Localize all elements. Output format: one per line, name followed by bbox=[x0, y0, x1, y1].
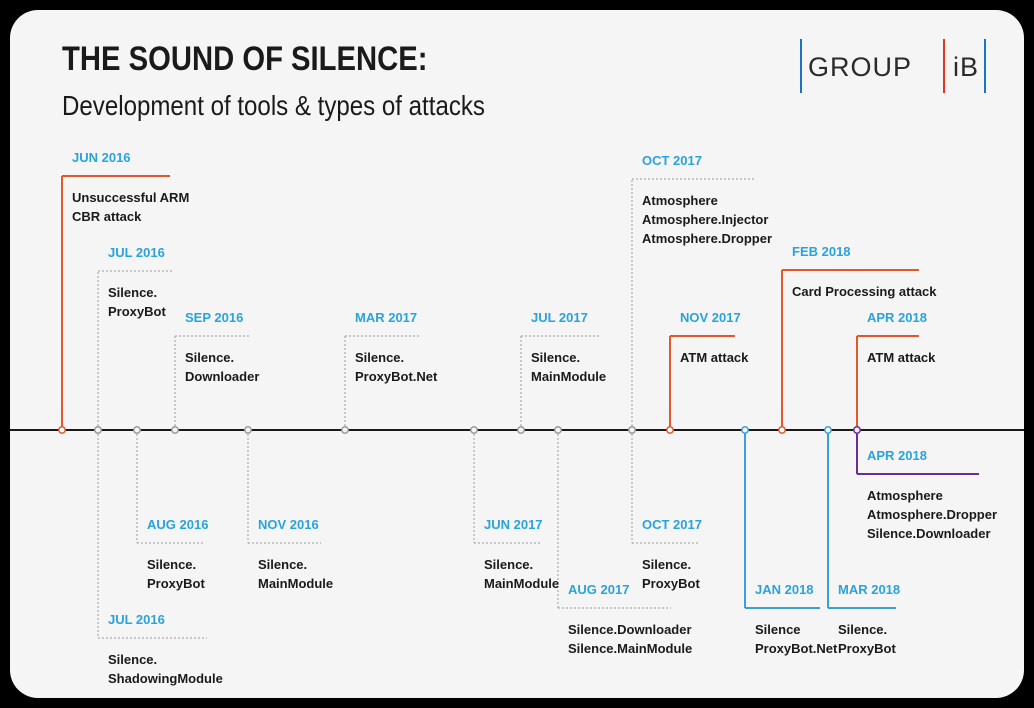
event-description-line: ProxyBot bbox=[108, 304, 166, 319]
event-node bbox=[741, 426, 749, 434]
event-date: MAR 2018 bbox=[838, 582, 901, 597]
event-description-line: MainModule bbox=[531, 369, 607, 384]
event-description-line: Silence. bbox=[642, 557, 692, 572]
event-date: APR 2018 bbox=[867, 448, 927, 463]
event-description-line: Silence. bbox=[147, 557, 197, 572]
event-date: OCT 2017 bbox=[642, 517, 702, 532]
event-date: JUL 2016 bbox=[108, 612, 165, 627]
event-description-line: ShadowingModule bbox=[108, 671, 223, 686]
event-description: Silence. ShadowingModule bbox=[108, 650, 223, 688]
event-date: JUN 2016 bbox=[72, 150, 131, 165]
event-description-line: MainModule bbox=[484, 576, 560, 591]
event-description: Silence. ProxyBot bbox=[108, 283, 166, 321]
event-node bbox=[554, 426, 562, 434]
event-description-line: Card Processing attack bbox=[792, 284, 937, 299]
event-description-line: ProxyBot bbox=[838, 641, 896, 656]
page-title: THE SOUND OF SILENCE: bbox=[62, 40, 428, 78]
logo-word-ib: iB bbox=[953, 52, 980, 82]
event-description-line: Silence. bbox=[355, 350, 405, 365]
event-description-line: Silence.MainModule bbox=[568, 641, 693, 656]
event-date: OCT 2017 bbox=[642, 153, 702, 168]
page-subtitle: Development of tools & types of attacks bbox=[62, 90, 485, 121]
event-description: Card Processing attack bbox=[792, 282, 937, 301]
event-description-line: ATM attack bbox=[867, 350, 936, 365]
event-node bbox=[470, 426, 478, 434]
event-date: JAN 2018 bbox=[755, 582, 814, 597]
event-description: Silence. ProxyBot bbox=[147, 555, 205, 593]
event-date: AUG 2016 bbox=[147, 517, 209, 532]
event-date: JUL 2016 bbox=[108, 245, 165, 260]
event-date: NOV 2017 bbox=[680, 310, 741, 325]
event-description-line: Silence. bbox=[838, 622, 888, 637]
event-description: Silence. MainModule bbox=[258, 555, 333, 593]
logo-bar-left bbox=[800, 39, 802, 93]
event-description-line: Silence.Downloader bbox=[867, 526, 991, 541]
event-node bbox=[666, 426, 674, 434]
event-description: Silence. MainModule bbox=[531, 348, 606, 386]
event-description-line: ProxyBot bbox=[147, 576, 205, 591]
event-description-line: Silence. bbox=[531, 350, 581, 365]
event-node bbox=[628, 426, 636, 434]
event-node bbox=[133, 426, 141, 434]
event-description-line: Silence. bbox=[185, 350, 235, 365]
timeline-diagram bbox=[10, 175, 1024, 639]
event-date: NOV 2016 bbox=[258, 517, 319, 532]
event-date: SEP 2016 bbox=[185, 310, 244, 325]
event-date: JUN 2017 bbox=[484, 517, 543, 532]
event-description: Silence. Downloader bbox=[185, 348, 259, 386]
event-description: Silence. MainModule bbox=[484, 555, 559, 593]
event-description: Unsuccessful ARM CBR attack bbox=[72, 188, 189, 226]
event-description: Silence. ProxyBot bbox=[642, 555, 700, 593]
event-description-line: MainModule bbox=[258, 576, 334, 591]
event-date: APR 2018 bbox=[867, 310, 927, 325]
event-node bbox=[171, 426, 179, 434]
event-description-line: CBR attack bbox=[72, 209, 142, 224]
event-node bbox=[58, 426, 66, 434]
event-node bbox=[853, 426, 861, 434]
event-description-line: ProxyBot.Net bbox=[355, 369, 438, 384]
logo-bar-middle bbox=[943, 39, 945, 93]
event-node bbox=[778, 426, 786, 434]
logo-word-group: GROUP bbox=[808, 52, 913, 82]
event-node bbox=[341, 426, 349, 434]
event-description-line: ATM attack bbox=[680, 350, 749, 365]
event-node bbox=[517, 426, 525, 434]
event-date: AUG 2017 bbox=[568, 582, 630, 597]
event-description-line: Atmosphere.Injector bbox=[642, 212, 769, 227]
event-description-line: ProxyBot bbox=[642, 576, 700, 591]
event-description: Silence. ProxyBot.Net bbox=[355, 348, 437, 386]
event-description-line: Atmosphere bbox=[867, 488, 943, 503]
event-description-line: Unsuccessful ARM bbox=[72, 190, 190, 205]
event-description-line: Atmosphere bbox=[642, 193, 718, 208]
event-description-line: ProxyBot.Net bbox=[755, 641, 838, 656]
event-date: JUL 2017 bbox=[531, 310, 588, 325]
logo-bar-right bbox=[984, 39, 986, 93]
event-description-line: Silence. bbox=[484, 557, 534, 572]
event-description-line: Silence. bbox=[108, 652, 158, 667]
infographic-frame: THE SOUND OF SILENCE: Development of too… bbox=[10, 10, 1024, 698]
event-date: FEB 2018 bbox=[792, 244, 851, 259]
event-description: ATM attack bbox=[680, 348, 748, 367]
event-description-line: Silence.Downloader bbox=[568, 622, 692, 637]
event-description-line: Silence. bbox=[258, 557, 308, 572]
event-description-line: Downloader bbox=[185, 369, 260, 384]
event-description-line: Atmosphere.Dropper bbox=[867, 507, 998, 522]
event-description-line: Atmosphere.Dropper bbox=[642, 231, 773, 246]
event-description: Silence. ProxyBot bbox=[838, 620, 896, 658]
event-description: ATM attack bbox=[867, 348, 935, 367]
event-description-line: Silence. bbox=[108, 285, 158, 300]
event-node bbox=[824, 426, 832, 434]
event-node bbox=[94, 426, 102, 434]
event-date: MAR 2017 bbox=[355, 310, 418, 325]
event-node bbox=[244, 426, 252, 434]
event-description-line: Silence bbox=[755, 622, 801, 637]
